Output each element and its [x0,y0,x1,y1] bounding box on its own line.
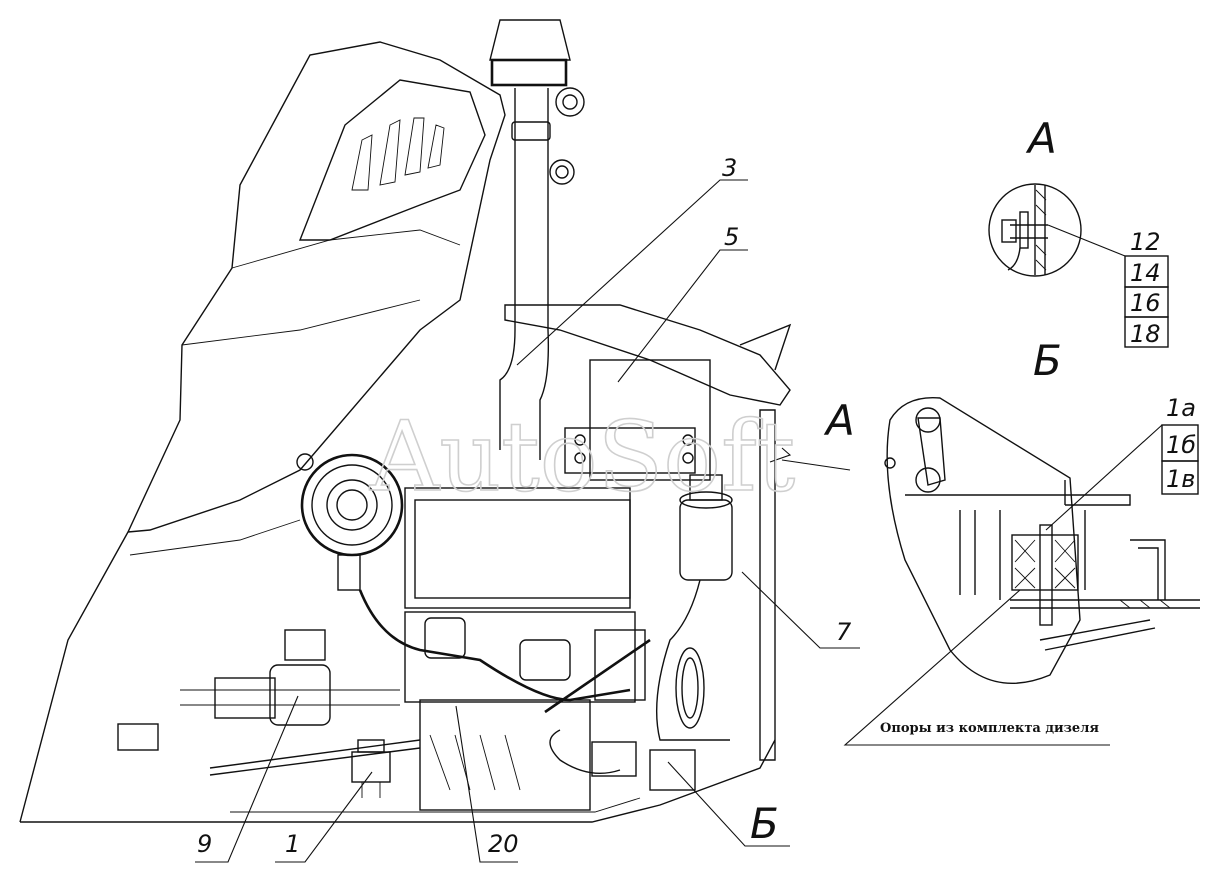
door-handle [117,723,159,751]
frame-base [20,739,776,823]
cab-window-frame [298,79,486,241]
detail-b-item-list: 1а 1б 1в [1161,394,1199,495]
detail-a-item-12: 12 [1130,228,1161,256]
leader-5 [617,249,748,383]
fuel-line [655,579,730,741]
detail-b-title: Б [1033,336,1062,385]
belt [544,638,651,714]
callout-9: 9 [197,830,212,858]
air-cleaner [296,453,404,591]
detail-a-circle [988,183,1082,277]
exhaust-pipe [489,19,585,460]
callout-7: 7 [836,618,852,646]
fuel-filter [679,474,733,581]
engine-mount [351,739,391,798]
heater-hose [549,729,621,775]
window-louvre-1 [351,134,373,191]
leader-3 [516,179,748,366]
coolant-hose [358,589,631,702]
detail-b-leader-lower [843,589,1110,746]
view-label-a-main: А [823,396,855,445]
cab-inner-edge [129,229,461,556]
watermark: AutoSoft [369,401,795,513]
frame-subline [230,797,641,813]
engine-hood [504,304,791,406]
right-panel [759,409,776,761]
detail-view-b: Б 1а 1б 1в Опоры из комплекта дизеля [843,336,1200,746]
detail-b-item-1v: 1в [1166,465,1195,493]
main-assembly-view: 3 5 7 9 1 20 А Б [19,19,860,863]
detail-a-item-18: 18 [1130,320,1161,348]
detail-view-a: А 12 14 16 18 [988,114,1169,348]
hood-tip [739,323,792,371]
detail-a-title: А [1025,114,1057,163]
detail-b-rubber-mount [1011,534,1079,591]
detail-a-item-list: 12 14 16 18 [1124,228,1169,348]
detail-b-caption: Опоры из комплекта дизеля [880,721,1099,736]
view-label-b-main: Б [750,799,779,848]
callout-3: 3 [722,154,737,182]
cab-side-panel [19,41,506,823]
detail-b-outline [886,396,1081,684]
detail-b-item-1a: 1а [1166,394,1196,422]
window-louvre-3 [404,117,425,176]
view-arrow-a [769,447,792,463]
detail-a-item-14: 14 [1130,259,1161,287]
window-louvre-4 [427,124,445,169]
leader-1 [275,771,373,863]
callout-5: 5 [724,223,739,251]
crank-pulley [675,647,705,729]
rear-engine-mount [591,741,696,791]
leader-7 [741,571,860,649]
window-louvre-2 [379,119,401,186]
leader-9 [195,695,299,863]
leader-b-main [667,761,790,847]
diesel-engine [404,487,646,811]
leader-20 [455,705,518,863]
callout-20: 20 [488,830,519,858]
detail-b-item-1b: 1б [1166,431,1196,459]
leader-a-main [781,459,851,471]
side-frame-panel [589,359,711,481]
detail-a-item-16: 16 [1130,289,1161,317]
hydraulic-pump [180,629,400,726]
callout-1: 1 [285,830,300,858]
fan-shroud-plate [564,427,696,474]
